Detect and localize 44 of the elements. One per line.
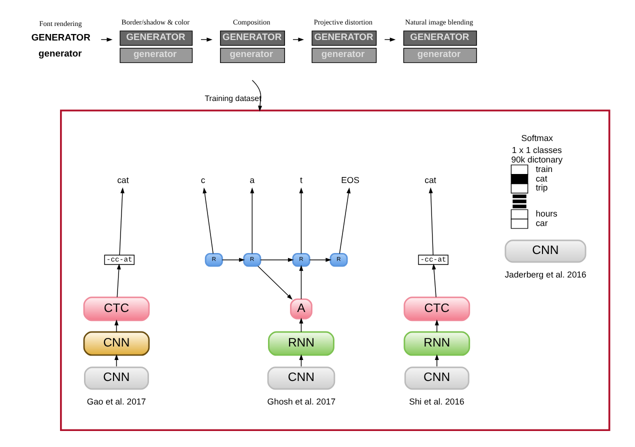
arrow (308, 258, 331, 262)
cluster (60, 110, 610, 432)
node-text: t (300, 175, 302, 186)
node-text: a (249, 175, 254, 186)
label: hours (535, 208, 557, 219)
label: trip (535, 182, 548, 193)
arrow (431, 264, 436, 298)
arrow (338, 188, 350, 254)
arrow (200, 38, 212, 42)
node-text: c (200, 175, 205, 186)
arrow (114, 320, 118, 332)
arrow (202, 188, 213, 254)
label: Softmax (520, 132, 553, 143)
arrow (260, 258, 294, 262)
node-box: CTC (403, 296, 470, 322)
arrow (251, 80, 262, 112)
node-box: CNN (82, 331, 150, 356)
arrow (292, 38, 304, 42)
arrow (428, 187, 433, 256)
node-text: EOS (340, 175, 359, 186)
node-label: Jaderberg et al. 2016 (504, 270, 586, 280)
node-label: Shi et al. 2016 (408, 396, 464, 407)
arrow (257, 266, 292, 300)
label: 90k dictonary (510, 154, 562, 164)
node-label: Ghosh et al. 2017 (266, 396, 336, 407)
arrow (100, 38, 112, 42)
arrow (298, 265, 303, 300)
label: car (535, 218, 548, 228)
node-box: RNN (268, 331, 334, 356)
arrow (384, 38, 396, 42)
node-text: cat (116, 175, 128, 186)
arrow (118, 187, 124, 256)
node-box: CTC (82, 296, 150, 322)
arrow (298, 188, 303, 254)
label: train (535, 164, 552, 174)
node-box: RNN (403, 331, 470, 356)
arrow (114, 354, 118, 367)
arrow (221, 258, 244, 262)
arrow (116, 264, 120, 298)
label: cat (535, 173, 547, 184)
node-text: cat (424, 175, 436, 186)
label: 1 x 1 classes (511, 145, 562, 156)
arrow (250, 188, 254, 254)
node-label: Gao et al. 2017 (86, 396, 146, 407)
